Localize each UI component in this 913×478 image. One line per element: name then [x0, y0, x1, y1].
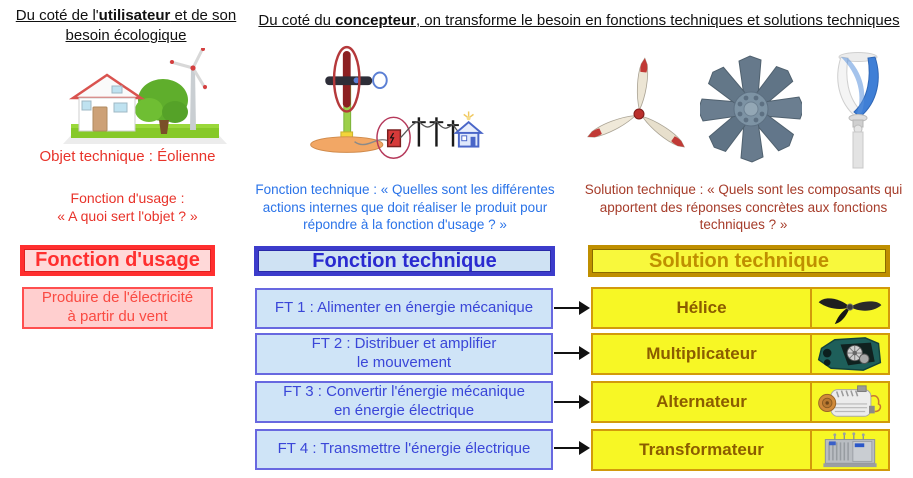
flow-arrow-ft2 — [554, 346, 590, 360]
flow-arrow-ft3 — [554, 395, 590, 409]
heading-text: et de son besoin écologique — [65, 7, 237, 45]
technical-function-header: Fonction technique — [254, 246, 555, 276]
function-caption: Fonction technique : « Quelles sont les … — [255, 182, 555, 233]
object-label: Objet technique : Éolienne — [39, 148, 216, 165]
user-side-heading: Du coté de l'utilisateur et de son besoi… — [8, 6, 244, 47]
tree — [135, 79, 188, 134]
solution-label: Multiplicateur — [646, 344, 757, 363]
usage-question-caption: Fonction d'usage : « A quoi sert l'objet… — [57, 190, 198, 225]
solution-row-helice: Hélice — [591, 287, 890, 329]
vertical-axis-wind-turbine-image — [812, 48, 904, 170]
transformer-icon — [810, 431, 888, 469]
gearbox-icon — [810, 335, 888, 373]
heading-text: Du coté de l' — [15, 7, 99, 24]
alternator-icon — [810, 383, 888, 421]
house — [68, 73, 146, 132]
house-with-wind-turbine-image — [55, 48, 235, 148]
heading-bold-text: utilisateur — [98, 7, 171, 24]
heading-text: , on transforme le besoin en fonctions t… — [415, 12, 900, 29]
usage-function-header: Fonction d'usage — [20, 245, 215, 276]
solution-label: Hélice — [676, 298, 727, 317]
powered-house — [453, 111, 484, 148]
flow-arrow-ft1 — [554, 301, 590, 315]
solution-row-alternateur: Alternateur — [591, 381, 890, 423]
technical-solution-header: Solution technique — [588, 245, 890, 277]
solution-row-transformateur: Transformateur — [591, 429, 890, 471]
solution-row-multiplicateur: Multiplicateur — [591, 333, 890, 375]
ft2-box: FT 2 : Distribuer et amplifier le mouvem… — [255, 333, 553, 375]
wind-turbine-to-grid-schematic-image — [298, 45, 493, 175]
eight-blade-fan-image — [700, 50, 802, 168]
ft1-box: FT 1 : Alimenter en énergie mécanique — [255, 288, 553, 329]
heading-bold-text: concepteur — [335, 12, 416, 29]
three-blade-propeller-image — [586, 52, 694, 168]
solution-label: Alternateur — [656, 392, 747, 411]
designer-side-heading: Du coté du concepteur, on transforme le … — [248, 11, 910, 31]
ft4-box: FT 4 : Transmettre l'énergie électrique — [255, 429, 553, 470]
propeller-icon — [810, 289, 888, 327]
usage-function-value: Produire de l'électricité à partir du ve… — [22, 287, 213, 329]
solution-label: Transformateur — [639, 440, 764, 459]
solution-caption: Solution technique : « Quels sont les co… — [584, 182, 903, 233]
ft3-box: FT 3 : Convertir l'énergie mécanique en … — [255, 381, 553, 423]
heading-text: Du coté du — [258, 12, 336, 29]
flow-arrow-ft4 — [554, 441, 590, 455]
turbine — [169, 48, 207, 130]
